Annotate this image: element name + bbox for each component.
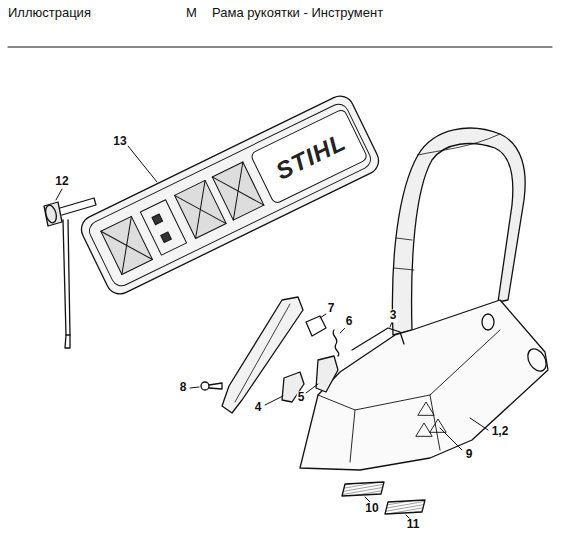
- header-label: M: [186, 6, 197, 20]
- header-label: Иллюстрация: [8, 6, 91, 20]
- callout-number: 3: [389, 309, 398, 322]
- page-title: Рама рукоятки - Инструмент: [212, 6, 383, 20]
- callout-number: 9: [465, 448, 474, 461]
- callout-number: 12: [54, 175, 69, 188]
- callout-number: 8: [179, 381, 188, 394]
- callout-number: 6: [345, 315, 354, 328]
- callout-number: 5: [297, 391, 306, 404]
- callout-number: 1,2: [491, 425, 510, 438]
- callout-number: 4: [254, 401, 263, 414]
- callout-number: 11: [406, 518, 421, 531]
- callout-number: 10: [364, 502, 379, 515]
- callout-number: 7: [327, 302, 336, 315]
- callout-number: 13: [112, 135, 127, 148]
